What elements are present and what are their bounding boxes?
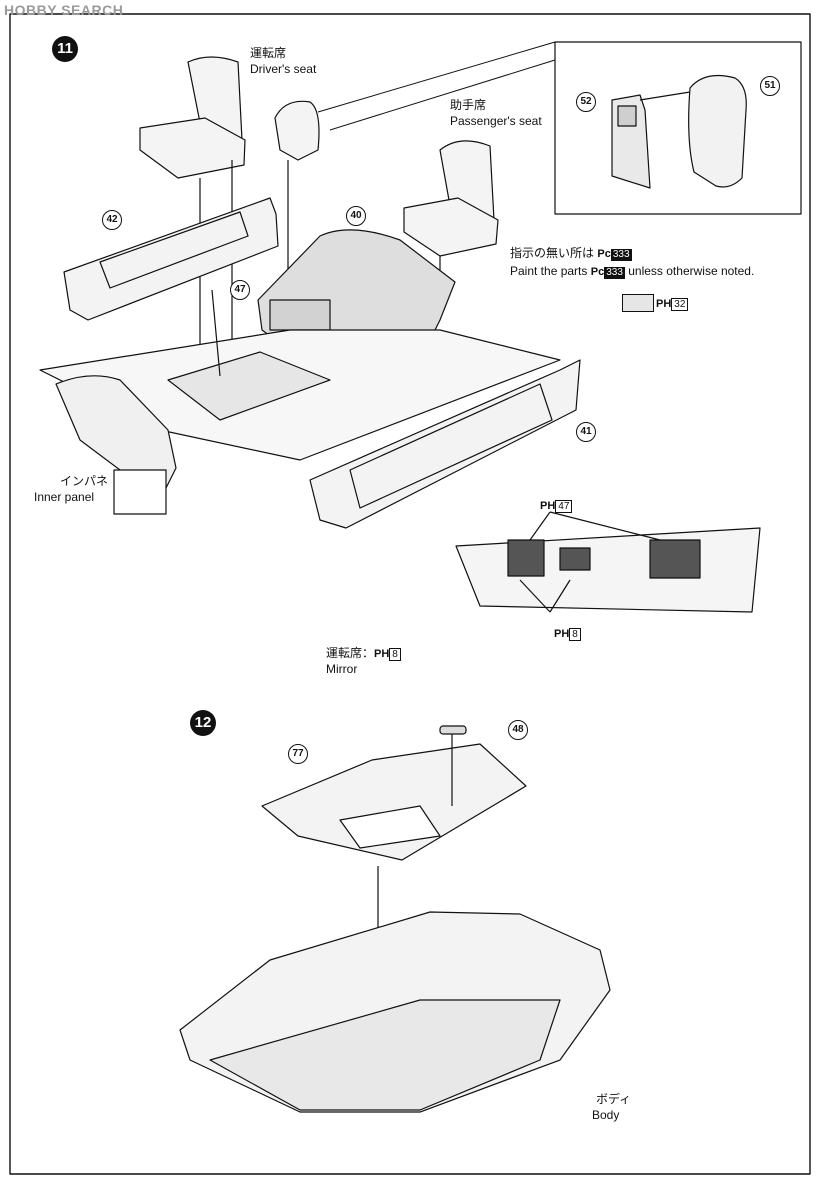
- paint-swatch: [622, 294, 654, 312]
- mirror-part: [439, 725, 467, 735]
- step-12-badge: 12: [190, 710, 216, 736]
- mirror-en: Mirror: [326, 662, 358, 676]
- page-frame: [9, 13, 811, 1175]
- body-jp: ボディ: [596, 1092, 632, 1106]
- inner-panel-en: Inner panel: [34, 490, 95, 504]
- driver-headrest: [274, 100, 320, 161]
- shift-lever: [211, 289, 221, 377]
- part-47-callout: 47: [230, 280, 250, 300]
- headrest-part: [688, 75, 747, 188]
- part-48-callout: 48: [508, 720, 528, 740]
- part-52-callout: 52: [576, 92, 596, 112]
- part-40-callout: 40: [346, 206, 366, 226]
- detail-inset-box: [554, 41, 802, 215]
- part-41-callout: 41: [576, 422, 596, 442]
- driver-seat-en: Driver's seat: [250, 62, 317, 76]
- headliner-part: [261, 743, 527, 861]
- passenger-seat-cushion: [403, 197, 499, 257]
- left-door-panel: [63, 197, 279, 321]
- inset-leader-top: [317, 41, 556, 113]
- driver-seat-cushion: [139, 117, 246, 179]
- step-11-badge: 11: [52, 36, 78, 62]
- part-42-callout: 42: [102, 210, 122, 230]
- body-en: Body: [592, 1108, 620, 1122]
- passenger-seat-en: Passenger's seat: [450, 114, 542, 128]
- part-77-callout: 77: [288, 744, 308, 764]
- part-51-callout: 51: [760, 76, 780, 96]
- passenger-seat-jp: 助手席: [450, 98, 487, 112]
- inner-panel-part: [55, 375, 177, 501]
- driver-seat-jp: 運転席: [250, 46, 287, 60]
- watermark: HOBBY SEARCH: [4, 2, 124, 18]
- door-color-detail: [455, 527, 761, 613]
- inset-leader-bottom: [329, 59, 556, 131]
- right-door-panel: [309, 359, 581, 529]
- inner-panel-jp: インパネ: [60, 474, 109, 488]
